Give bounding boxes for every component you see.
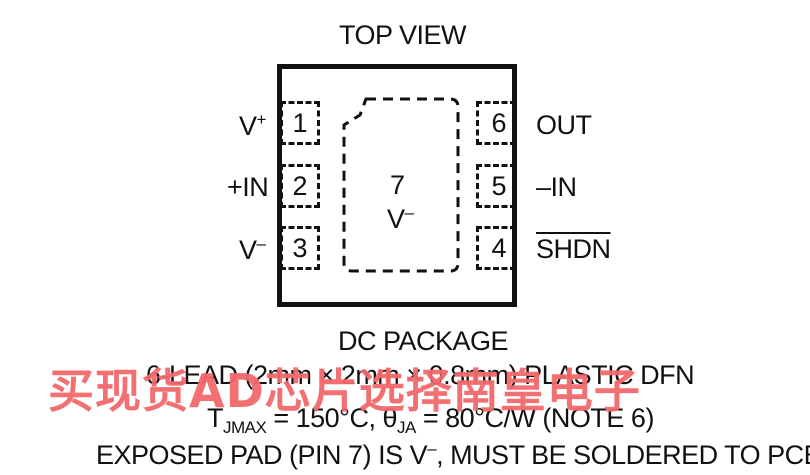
package-lead-description: 6-LEAD (2mm × 2mm × 0.8mm) PLASTIC DFN bbox=[146, 360, 695, 390]
watermark: 买现货AD芯片选择南皇电子 bbox=[48, 364, 641, 418]
diagram-title: TOP VIEW bbox=[339, 20, 467, 50]
exposed-note-b: , MUST BE SOLDERED TO PCB bbox=[436, 440, 810, 470]
pin-label-1: V+ bbox=[239, 110, 266, 142]
pin-label-2: +IN bbox=[227, 172, 269, 202]
pin-label-6: OUT bbox=[536, 110, 592, 140]
pin-label-3-sup: – bbox=[256, 234, 266, 253]
package-name: DC PACKAGE bbox=[338, 326, 509, 356]
exposed-pad bbox=[342, 97, 460, 273]
pad-pin-2 bbox=[280, 164, 320, 208]
pad-pin-3 bbox=[280, 226, 320, 270]
tjmax-symbol: T bbox=[207, 403, 224, 433]
pin-number-3: 3 bbox=[292, 233, 308, 263]
exposed-pad-label-sup: – bbox=[404, 203, 414, 222]
pad-pin-6 bbox=[476, 101, 516, 145]
pin-label-4: SHDN bbox=[536, 234, 611, 264]
pin-number-1: 1 bbox=[292, 108, 308, 138]
theta-symbol: θ bbox=[382, 403, 397, 433]
tjmax-subscript: JMAX bbox=[223, 418, 267, 437]
pin-label-1-main: V bbox=[239, 111, 257, 141]
thermal-spec: TJMAX = 150°C, θJA = 80°C/W (NOTE 6) bbox=[207, 403, 654, 438]
exposed-pad-number: 7 bbox=[390, 170, 405, 200]
exposed-note-sup: – bbox=[427, 439, 437, 458]
theta-value: = 80°C/W (NOTE 6) bbox=[415, 403, 655, 433]
exposed-pad-label-main: V bbox=[387, 204, 405, 234]
pin-number-6: 6 bbox=[491, 108, 507, 138]
pin-label-5: –IN bbox=[536, 172, 577, 202]
pin-number-5: 5 bbox=[491, 171, 507, 201]
tjmax-value: = 150°C, bbox=[266, 403, 383, 433]
pin-label-3: V– bbox=[239, 234, 266, 266]
pad-pin-5 bbox=[476, 164, 516, 208]
pin-number-4: 4 bbox=[491, 233, 507, 263]
exposed-pad-note: EXPOSED PAD (PIN 7) IS V–, MUST BE SOLDE… bbox=[96, 439, 810, 471]
pad-pin-4 bbox=[476, 226, 516, 270]
theta-subscript: JA bbox=[397, 418, 416, 437]
pin-label-1-sup: + bbox=[256, 110, 267, 129]
pin-label-3-main: V bbox=[239, 235, 257, 265]
pad-pin-1 bbox=[280, 101, 320, 145]
pin-number-2: 2 bbox=[292, 171, 308, 201]
exposed-pad-label: V– bbox=[387, 203, 414, 235]
exposed-note-a: EXPOSED PAD (PIN 7) IS V bbox=[96, 440, 428, 470]
